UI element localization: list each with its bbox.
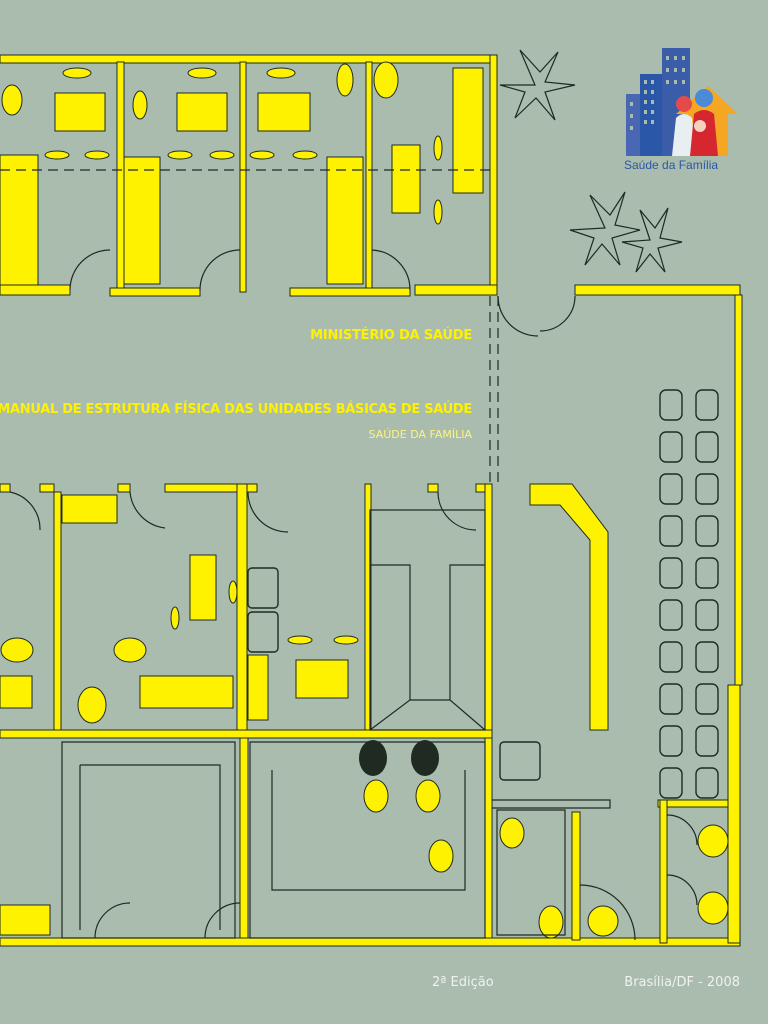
ministry-name: MINISTÉRIO DA SAÚDE <box>310 328 472 343</box>
building-house-family-icon <box>626 48 738 156</box>
edition-label: 2ª Edição <box>432 975 494 990</box>
document-subtitle: SAÚDE DA FAMÍLIA <box>368 428 472 441</box>
document-title: MANUAL DE ESTRUTURA FÍSICA DAS UNIDADES … <box>0 402 472 417</box>
place-year-label: Brasília/DF - 2008 <box>624 975 740 990</box>
logo-text: Saúde da Família <box>624 158 719 172</box>
